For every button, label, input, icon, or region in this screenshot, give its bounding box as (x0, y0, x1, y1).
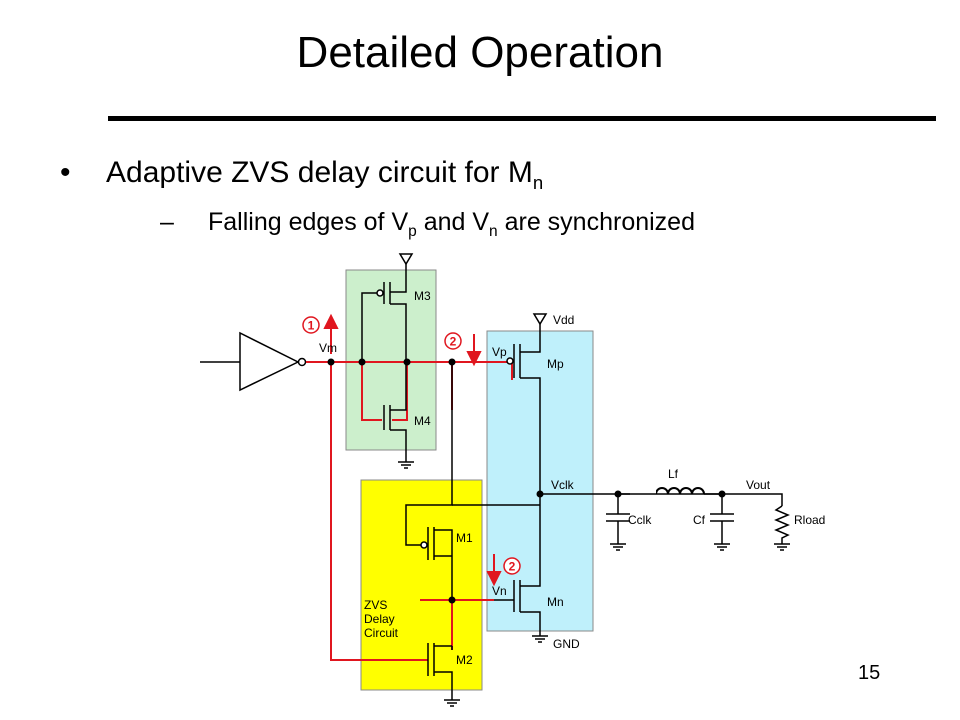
label-zvs-line3: Circuit (364, 626, 399, 640)
step-1-marker (302, 316, 320, 334)
bullet-main-text: Adaptive ZVS delay circuit for Mn (106, 156, 543, 194)
ground-symbols (398, 461, 790, 707)
rising-arrow-icon (323, 313, 339, 329)
falling-arrow-vp-icon (466, 351, 482, 367)
bullet-marker: • (60, 156, 71, 189)
slide-title: Detailed Operation (296, 28, 664, 77)
label-lf: Lf (668, 467, 679, 481)
label-vout: Vout (746, 478, 771, 492)
bullet-sub-part3: are synchronized (497, 208, 695, 236)
step-1-label: 1 (308, 319, 315, 333)
label-mp: Mp (547, 357, 564, 371)
label-m3: M3 (414, 289, 431, 303)
bullet-sub-text: Falling edges of Vp and Vn are synchroni… (208, 208, 695, 241)
label-m2: M2 (456, 653, 473, 667)
label-gnd: GND (553, 637, 580, 651)
red-arrows (323, 313, 502, 587)
label-zvs-line2: Delay (364, 612, 395, 626)
bullet-main-text-body: Adaptive ZVS delay circuit for M (106, 156, 533, 189)
step-markers: 1 2 2 (302, 316, 521, 575)
step-2a-label: 2 (450, 335, 457, 349)
page-number: 15 (858, 662, 881, 684)
bullet-sub-subscript-n: n (489, 223, 498, 240)
label-zvs-line1: ZVS (364, 598, 387, 612)
input-driver-buffer (200, 331, 307, 392)
supply-symbols (398, 253, 548, 326)
label-vdd: Vdd (553, 313, 574, 327)
m3-supply-arrow-icon (398, 253, 414, 266)
gate-bubbles (376, 289, 514, 549)
vdd-arrow-icon (532, 313, 548, 326)
title-divider (108, 116, 936, 121)
junction-dots (327, 358, 726, 604)
label-cclk: Cclk (628, 513, 652, 527)
label-vm: Vm (319, 341, 337, 355)
bullet-main-subscript: n (532, 172, 544, 193)
sub-bullet-marker: – (160, 208, 174, 236)
label-cf: Cf (693, 513, 706, 527)
label-rload: Rload (794, 513, 825, 527)
bullet-sub-part1: Falling edges of V (208, 208, 409, 236)
inductor-lf-symbol (655, 487, 705, 495)
step-2b-marker (503, 557, 521, 575)
label-vclk: Vclk (551, 478, 575, 492)
label-m4: M4 (414, 414, 431, 428)
label-m1: M1 (456, 531, 473, 545)
bullet-sub-subscript-p: p (408, 223, 417, 240)
falling-arrow-vn-icon (486, 571, 502, 587)
label-mn: Mn (547, 595, 564, 609)
bullet-sub-part2: and V (416, 208, 490, 236)
label-vp: Vp (492, 345, 507, 359)
zvs-delay-block (360, 479, 483, 691)
step-2a-marker (444, 332, 462, 350)
black-wiring (361, 260, 790, 700)
step-2b-label: 2 (509, 560, 516, 574)
label-vn: Vn (492, 584, 507, 598)
